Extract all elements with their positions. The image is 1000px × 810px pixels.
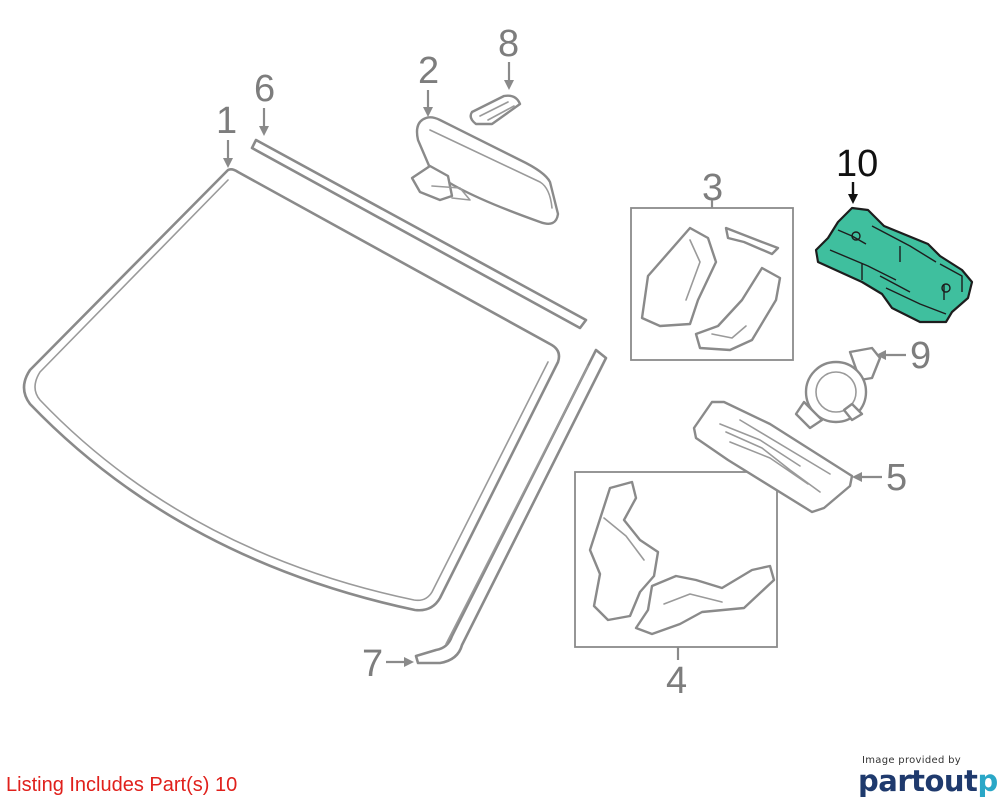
callout-7: 7 (362, 643, 414, 685)
callout-6: 6 (254, 68, 275, 136)
part-4-group (574, 471, 778, 648)
part-9-sensor (794, 346, 882, 430)
callout-6-label: 6 (254, 68, 275, 110)
part-2-mirror (410, 116, 560, 225)
part-5-housing (692, 400, 854, 514)
callout-8-label: 8 (498, 23, 519, 65)
part-10-bracket-highlighted (814, 206, 974, 324)
logo-tagline: Image provided by (862, 755, 961, 766)
part-1-windshield (22, 168, 561, 612)
callout-1-label: 1 (216, 100, 237, 142)
callout-3: 3 (702, 167, 723, 209)
logo-brand-part1: partout (858, 764, 978, 798)
callout-3-label: 3 (702, 167, 723, 209)
callout-2-label: 2 (418, 50, 439, 92)
callout-1: 1 (216, 100, 237, 168)
callout-10-label: 10 (836, 143, 878, 185)
part-8-cover (469, 94, 522, 126)
callout-10: 10 (836, 143, 878, 204)
part-6-moulding (250, 138, 588, 330)
callout-4: 4 (666, 647, 687, 702)
callout-2: 2 (418, 50, 439, 117)
part-7-pillar-moulding (414, 348, 608, 665)
partoutpro-logo: Image provided by partoutpro (858, 755, 1000, 798)
callout-4-label: 4 (666, 660, 687, 702)
callout-9: 9 (876, 335, 931, 377)
callout-5: 5 (852, 457, 907, 499)
callout-9-label: 9 (910, 335, 931, 377)
callout-8: 8 (498, 23, 519, 90)
part-3-group (630, 207, 794, 361)
callout-5-label: 5 (886, 457, 907, 499)
logo-brand: partoutpro (858, 764, 1000, 798)
logo-brand-part2: pro (977, 764, 1000, 798)
listing-note: Listing Includes Part(s) 10 (6, 774, 238, 796)
callout-7-label: 7 (362, 643, 383, 685)
